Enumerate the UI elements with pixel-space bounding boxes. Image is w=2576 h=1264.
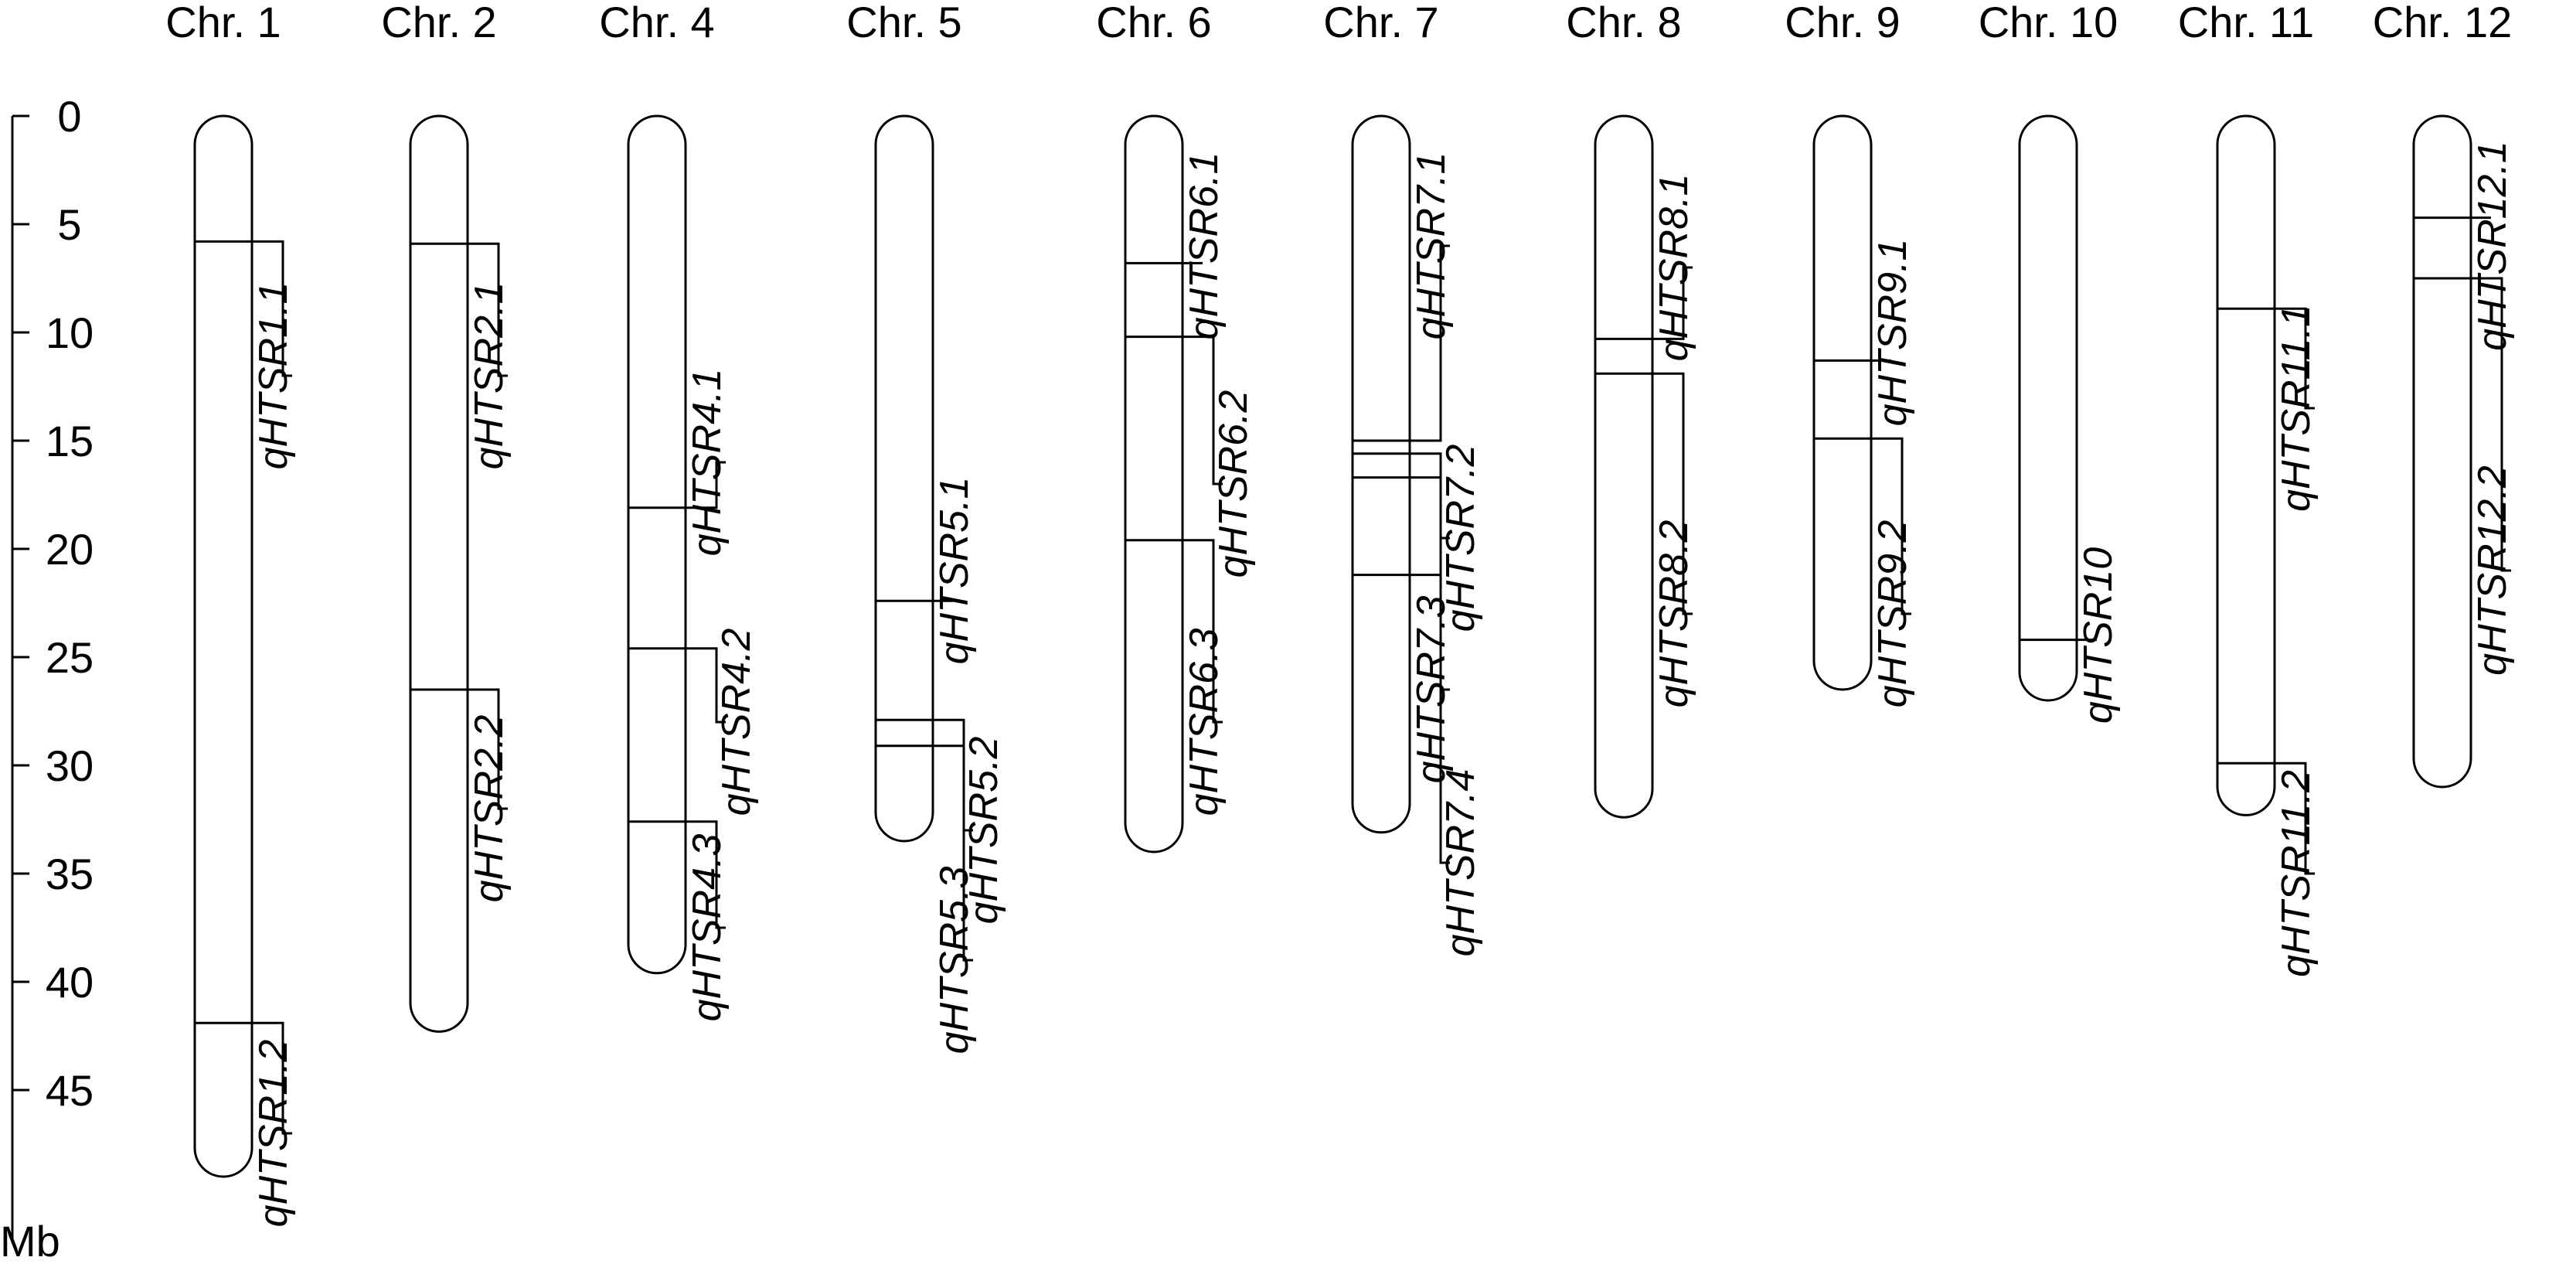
y-tick-label: 5 <box>57 200 81 249</box>
qtl-leader-line <box>706 461 726 509</box>
qtl-leader-line <box>1673 372 1693 615</box>
y-tick-label: 10 <box>46 308 94 357</box>
qtl-label: qHTSR11.2 <box>2274 770 2319 977</box>
chromosome: Chr. 12 qHTSR12.1 qHTSR12.2 <box>2373 0 2515 789</box>
qtl-leader-line <box>1430 244 1450 442</box>
chromosome-body <box>874 114 934 843</box>
y-tick-label: 30 <box>46 741 94 790</box>
qtl-label: qHTSR4.3 <box>685 834 730 1022</box>
chromosome-title: Chr. 2 <box>381 0 496 46</box>
qtl-label: qHTSR9.1 <box>1870 239 1915 427</box>
chromosome-title: Chr. 8 <box>1566 0 1681 46</box>
qtl-label: qHTSR11.1 <box>2274 305 2319 512</box>
chromosome: Chr. 4 qHTSR4.1 qHTSR4.2 qHTSR4.3 <box>599 0 759 1021</box>
qtl-leader-line <box>272 240 292 377</box>
chromosome: Chr. 1 qHTSR1.1 qHTSR1.2 <box>165 0 296 1227</box>
qtl-leader-line <box>706 647 726 724</box>
qtl-leader-line <box>2295 761 2315 875</box>
chromosome-title: Chr. 4 <box>599 0 714 46</box>
y-tick-label: 45 <box>46 1066 94 1115</box>
chromosome-body <box>1124 114 1184 853</box>
chromosome-title: Chr. 1 <box>165 0 281 46</box>
chromosome-title: Chr. 9 <box>1785 0 1900 46</box>
qtl-label: qHTSR1.2 <box>251 1040 296 1228</box>
qtl-label: qHTSR4.1 <box>685 369 730 557</box>
qtl-leader-line <box>953 744 973 962</box>
qtl-label: qHTSR2.1 <box>467 282 512 470</box>
chromosome-body <box>1594 114 1654 819</box>
qtl-leader-line <box>272 1021 292 1135</box>
qtl-leader-line <box>1430 574 1450 864</box>
qtl-label: qHTSR6.3 <box>1182 629 1227 816</box>
chromosome-body <box>627 114 687 975</box>
qtl-leader-line <box>706 820 726 929</box>
qtl-leader-line <box>488 242 508 377</box>
qtl-label: qHTSR7.2 <box>1438 445 1483 632</box>
qtl-label: qHTSR7.3 <box>1409 596 1454 784</box>
chromosome: Chr. 8 qHTSR8.1 qHTSR8.2 <box>1566 0 1696 819</box>
qtl-label: qHTSR1.1 <box>251 282 296 470</box>
chromosome: Chr. 2 qHTSR2.1 qHTSR2.2 <box>381 0 512 1033</box>
chromosome: Chr. 6 qHTSR6.1 qHTSR6.2 qHTSR6.3 <box>1096 0 1256 853</box>
qtl-label: qHTSR5.3 <box>932 867 977 1054</box>
qtl-label: qHTSR7.1 <box>1409 152 1454 340</box>
chromosomes: Chr. 1 qHTSR1.1 qHTSR1.2 Chr. 2 qHTSR2.1 qHTS… <box>165 0 2515 1227</box>
qtl-label: qHTSR12.1 <box>2470 141 2515 351</box>
chromosome-body <box>193 114 254 1178</box>
chromosome-title: Chr. 5 <box>846 0 961 46</box>
qtl-leader-line <box>488 688 508 810</box>
chromosome: Chr. 10 qHTSR10 <box>1979 0 2121 724</box>
chromosome-body <box>2018 114 2078 702</box>
qtl-leader-line <box>1891 437 1911 615</box>
y-axis-unit: Mb <box>0 1217 60 1264</box>
qtl-leader-line <box>2491 277 2511 572</box>
chromosome-title: Chr. 6 <box>1096 0 1211 46</box>
qtl-leader-line <box>1203 336 1223 485</box>
qtl-label: qHTSR12.2 <box>2470 465 2515 676</box>
qtl-label: qHTSR7.4 <box>1438 769 1483 957</box>
qtl-label: qHTSR8.1 <box>1652 174 1696 362</box>
y-tick-label: 25 <box>46 633 94 682</box>
y-tick-label: 15 <box>46 417 94 465</box>
qtl-label: qHTSR9.2 <box>1870 520 1915 708</box>
chromosome-title: Chr. 10 <box>1979 0 2118 46</box>
qtl-label: qHTSR5.1 <box>932 477 977 665</box>
qtl-label: qHTSR5.2 <box>961 737 1006 925</box>
qtl-label: qHTSR10 <box>2076 547 2121 724</box>
qtl-label: qHTSR6.1 <box>1182 152 1227 340</box>
chromosome-body <box>2216 114 2276 816</box>
chromosome-title: Chr. 7 <box>1323 0 1438 46</box>
chromosome-title: Chr. 11 <box>2178 0 2314 46</box>
qtl-label: qHTSR4.2 <box>714 629 759 816</box>
qtl-label: qHTSR8.2 <box>1652 520 1696 708</box>
y-tick-label: 40 <box>46 958 94 1007</box>
chromosome-body <box>2412 114 2472 789</box>
chromosome-title: Chr. 12 <box>2373 0 2513 46</box>
qtl-leader-line <box>1203 539 1223 724</box>
chromosome-body <box>1812 114 1873 691</box>
chromosome: Chr. 11 qHTSR11.1 qHTSR11.2 <box>2178 0 2319 977</box>
y-tick-label: 35 <box>46 850 94 898</box>
chromosome: Chr. 9 qHTSR9.1 qHTSR9.2 <box>1785 0 1915 707</box>
chromosome-body <box>1351 114 1411 834</box>
y-tick-label: 20 <box>46 525 94 574</box>
qtl-leader-line <box>1673 266 1693 340</box>
qtl-label: qHTSR6.2 <box>1211 390 1256 578</box>
qtl-label: qHTSR2.2 <box>467 715 512 903</box>
chromosome-body <box>409 114 469 1033</box>
y-tick-label: 0 <box>57 92 81 141</box>
qtl-leader-line <box>2295 307 2315 410</box>
